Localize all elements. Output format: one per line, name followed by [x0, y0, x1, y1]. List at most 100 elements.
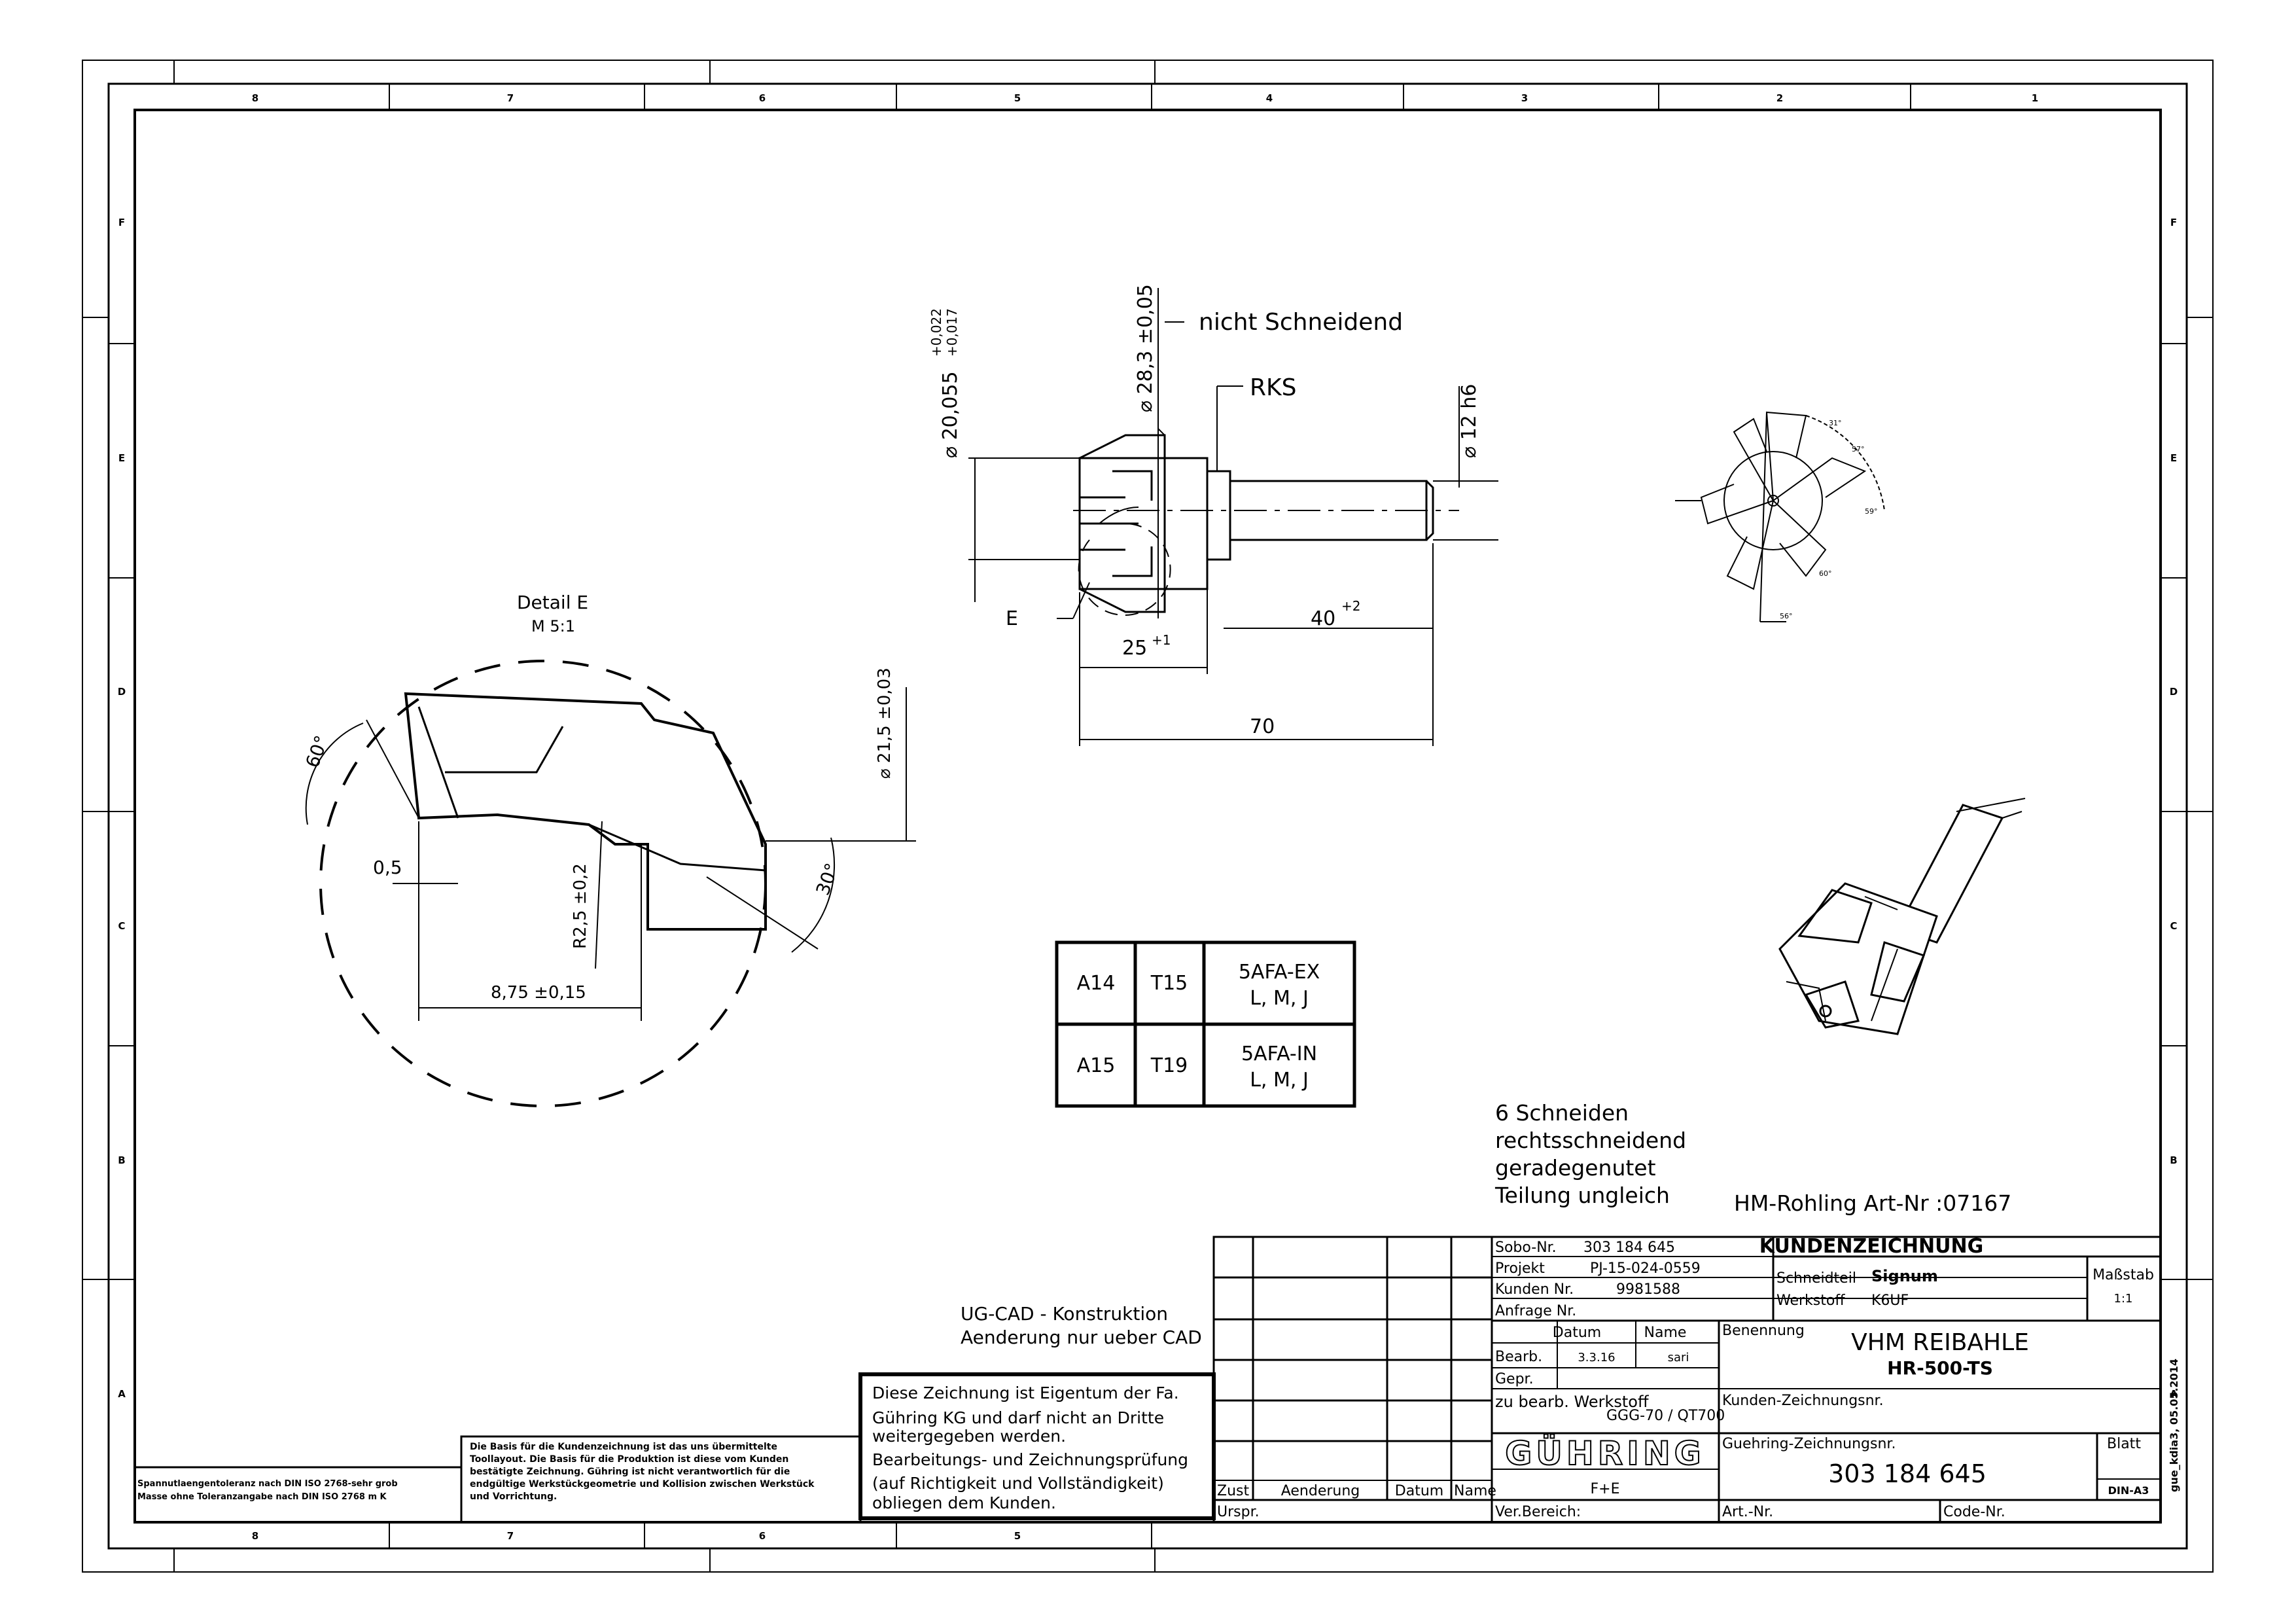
frame-grid [82, 60, 2213, 1572]
projekt-label: Projekt [1495, 1260, 1545, 1277]
dim-40: 40 [1311, 607, 1335, 630]
col-label-bottom-5: 5 [1014, 1530, 1021, 1542]
ownership-line-4: Bearbeitungs- und Zeichnungsprüfung [872, 1450, 1188, 1469]
detail-title: Detail E [517, 592, 588, 613]
coating-cell-t15: T15 [1150, 972, 1188, 995]
cad-note-1: UG-CAD - Konstruktion [961, 1303, 1168, 1325]
side-view-text: nicht Schneidend RKS 40 +2 25 +1 70 E ⌀ … [928, 284, 1481, 738]
dim-25-tol: +1 [1152, 632, 1171, 648]
ver-bereich-label: Ver.Bereich: [1495, 1504, 1581, 1520]
row-label-F: F [118, 217, 125, 228]
col-label-1: 1 [2032, 92, 2038, 104]
aenderung-label: Aenderung [1281, 1483, 1360, 1499]
sobo-label: Sobo-Nr. [1495, 1240, 1557, 1256]
sobo-value: 303 184 645 [1583, 1240, 1675, 1256]
flute-note-1: 6 Schneiden [1495, 1100, 1629, 1126]
vertical-file-text: gue_kdia3, 05.05.2014 [2168, 1359, 2180, 1492]
cad-notes: UG-CAD - Konstruktion Aenderung nur uebe… [961, 1303, 1202, 1348]
kunden-zeichnungsnr-label: Kunden-Zeichnungsnr. [1722, 1393, 1884, 1409]
guehring-zeichnungsnr-label: Guehring-Zeichnungsnr. [1722, 1436, 1896, 1452]
basis-line-4: endgültige Werkstückgeometrie und Kollis… [470, 1479, 815, 1489]
dim-40-tol: +2 [1341, 598, 1360, 614]
sheet-frame [82, 60, 2214, 1573]
bearb-datum: 3.3.16 [1578, 1351, 1615, 1364]
benennung-value-2: HR-500-TS [1887, 1357, 1993, 1379]
zust-label: Zust [1217, 1483, 1249, 1499]
name-header: Name [1644, 1325, 1687, 1341]
flute-notes: 6 Schneiden rechtsschneidend geradegenut… [1494, 1100, 2011, 1216]
angle-60: 60° [302, 732, 333, 770]
dia-20: ⌀ 20,055 [939, 371, 962, 458]
flute-note-4: Teilung ungleich [1494, 1183, 1670, 1208]
detail-scale: M 5:1 [531, 617, 575, 635]
row-label-A: A [118, 1388, 126, 1400]
tolerance-line-1: Spannutlaengentoleranz nach DIN ISO 2768… [137, 1479, 398, 1489]
end-view-labels: 31° 57° 59° 60° 56° [1780, 419, 1878, 620]
werkstoff-bearb-value: GGG-70 / QT700 [1606, 1408, 1725, 1424]
isometric-view [1778, 798, 2026, 1035]
coating-cell-5afa-in: 5AFA-IN [1241, 1043, 1317, 1065]
col-label-8: 8 [252, 92, 258, 104]
massstab-value: 1:1 [2114, 1292, 2133, 1306]
basis-line-5: und Vorrichtung. [470, 1491, 557, 1502]
guehring-zeichnungsnr-value: 303 184 645 [1828, 1459, 1987, 1488]
bearb-label: Bearb. [1495, 1349, 1542, 1365]
title-block-text: Sobo-Nr. 303 184 645 Projekt PJ-15-024-0… [1217, 1235, 2180, 1520]
coating-cell-grade-2: L, M, J [1250, 1069, 1309, 1092]
col-label-7: 7 [507, 92, 514, 104]
guehring-logo: GÜHRING [1505, 1434, 1704, 1472]
row-label-B: B [118, 1154, 125, 1166]
col-label-bottom-7: 7 [507, 1530, 514, 1542]
datum-label-2: Datum [1395, 1483, 1443, 1499]
basis-line-1: Die Basis für die Kundenzeichnung ist da… [470, 1442, 777, 1452]
coating-cell-grade-1: L, M, J [1250, 987, 1309, 1010]
cad-note-2: Aenderung nur ueber CAD [961, 1327, 1202, 1348]
logo-sub: F+E [1591, 1481, 1620, 1497]
row-label-right-E: E [2170, 452, 2177, 464]
name-label-2: Name [1454, 1483, 1496, 1499]
col-label-bottom-8: 8 [252, 1530, 258, 1542]
row-label-C: C [118, 920, 125, 932]
werkstoff-value: K6UF [1871, 1293, 1909, 1309]
dim-25: 25 [1122, 637, 1147, 660]
row-label-right-B: B [2170, 1154, 2177, 1166]
benennung-value: VHM REIBAHLE [1851, 1329, 2029, 1356]
kunden-label: Kunden Nr. [1495, 1281, 1574, 1298]
massstab-label: Maßstab [2093, 1267, 2154, 1283]
row-label-right-C: C [2170, 920, 2177, 932]
row-label-right-F: F [2170, 217, 2177, 228]
dim-70: 70 [1250, 715, 1275, 738]
angle-57: 57° [1852, 445, 1865, 454]
blank-note: HM-Rohling Art-Nr :07167 [1734, 1190, 2011, 1216]
coating-cell-t19: T19 [1150, 1054, 1188, 1077]
rks-label: RKS [1250, 374, 1296, 401]
coating-cell-a15: A15 [1077, 1054, 1116, 1077]
non-cutting-note: nicht Schneidend [1199, 309, 1403, 336]
title-block-grid [1212, 1236, 2162, 1524]
tolerance-line-2: Masse ohne Toleranzangabe nach DIN ISO 2… [137, 1492, 387, 1502]
basis-line-2: Toollayout. Die Basis für die Produktion… [470, 1454, 788, 1465]
schneidteil-value: Signum [1871, 1267, 1938, 1285]
side-view-dimensions [968, 288, 1498, 746]
col-label-6: 6 [759, 92, 766, 104]
ownership-notes: Diese Zeichnung ist Eigentum der Fa. Güh… [872, 1383, 1188, 1512]
dim-8-75: 8,75 ±0,15 [491, 983, 586, 1003]
dia-12: ⌀ 12 h6 [1458, 384, 1481, 458]
ownership-line-6: obliegen dem Kunden. [872, 1493, 1056, 1512]
row-label-right-A: A [2170, 1388, 2178, 1400]
blatt-value: DIN-A3 [2108, 1484, 2149, 1497]
row-label-E: E [118, 452, 125, 464]
detail-marker-e: E [1006, 607, 1018, 630]
angle-30: 30° [812, 860, 843, 898]
kunden-value: 9981588 [1616, 1281, 1680, 1298]
gepr-label: Gepr. [1495, 1371, 1534, 1387]
col-label-3: 3 [1521, 92, 1528, 104]
dim-0-5: 0,5 [373, 857, 402, 878]
col-label-5: 5 [1014, 92, 1021, 104]
datum-header: Datum [1553, 1325, 1601, 1341]
werkstoff-bearb-label: zu bearb. Werkstoff [1495, 1393, 1649, 1411]
dia-21-5: ⌀ 21,5 ±0,03 [875, 668, 894, 779]
benennung-label: Benennung [1722, 1323, 1805, 1339]
basis-line-3: bestätigte Zeichnung. Gühring ist nicht … [470, 1467, 790, 1477]
